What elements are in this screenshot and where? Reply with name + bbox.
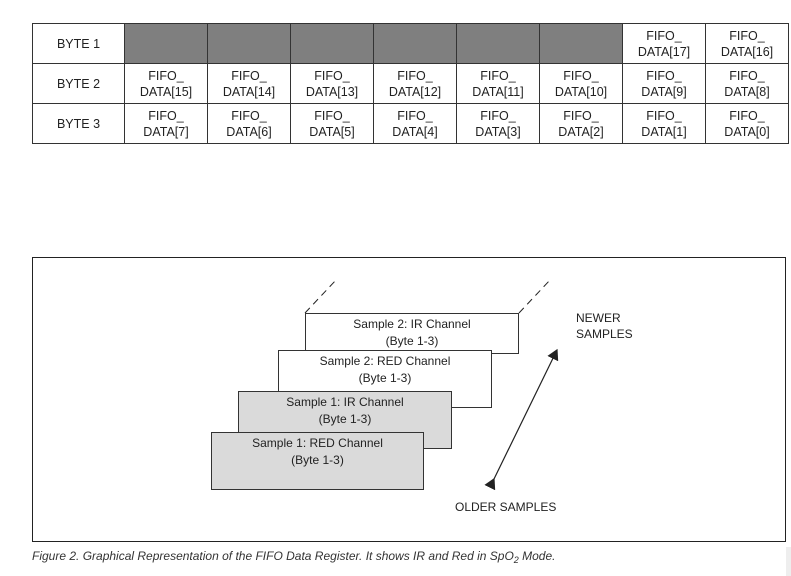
fifo-data-cell: FIFO_ DATA[11]: [456, 63, 540, 104]
sample-1-ir-title: Sample 1: IR Channel: [286, 395, 404, 409]
fifo-data-cell: FIFO_ DATA[6]: [207, 103, 291, 144]
caption-text: Figure 2. Graphical Representation of th…: [32, 549, 514, 563]
fifo-data-cell: FIFO_ DATA[3]: [456, 103, 540, 144]
sample-2-red-title: Sample 2: RED Channel: [319, 354, 451, 368]
fifo-data-cell-text: FIFO_ DATA[16]: [720, 28, 774, 59]
fifo-data-cell-text: FIFO_ DATA[3]: [475, 108, 521, 139]
fifo-data-cell: FIFO_ DATA[7]: [124, 103, 208, 144]
unused-bit-cell: [456, 23, 540, 64]
fifo-data-cell-text: FIFO_ DATA[9]: [641, 68, 687, 99]
fifo-data-cell-text: FIFO_ DATA[13]: [305, 68, 359, 99]
fifo-data-cell-text: FIFO_ DATA[10]: [554, 68, 608, 99]
sample-1-red-box: Sample 1: RED Channel (Byte 1-3): [211, 432, 424, 490]
fifo-data-cell-text: FIFO_ DATA[5]: [309, 108, 355, 139]
sample-2-ir-title: Sample 2: IR Channel: [353, 317, 471, 331]
sample-2-red-subtitle: (Byte 1-3): [358, 371, 412, 385]
fifo-data-cell-text: FIFO_ DATA[2]: [558, 108, 604, 139]
sample-2-ir-box: Sample 2: IR Channel (Byte 1-3): [305, 313, 519, 354]
byte-row-label: BYTE 3: [32, 103, 125, 144]
byte-row-label: BYTE 2: [32, 63, 125, 104]
fifo-data-cell: FIFO_ DATA[16]: [705, 23, 789, 64]
sample-2-ir-subtitle: (Byte 1-3): [385, 334, 439, 348]
fifo-data-cell-text: FIFO_ DATA[6]: [226, 108, 272, 139]
newer-samples-label: NEWER SAMPLES: [576, 311, 633, 341]
fifo-data-cell-text: FIFO_ DATA[0]: [724, 108, 770, 139]
fifo-data-cell-text: FIFO_ DATA[8]: [724, 68, 770, 99]
fifo-data-cell: FIFO_ DATA[13]: [290, 63, 374, 104]
caption-subscript: 2: [513, 555, 519, 565]
byte-row: BYTE 1 FIFO_ DATA[17] FIFO_ DATA[16]: [32, 23, 789, 64]
fifo-data-cell-text: FIFO_ DATA[12]: [388, 68, 442, 99]
diagram-frame: [32, 257, 786, 542]
unused-bit-cell: [124, 23, 208, 64]
unused-bit-cell: [207, 23, 291, 64]
byte-row: BYTE 2 FIFO_ DATA[15] FIFO_ DATA[14] FIFO_ …: [32, 63, 789, 104]
older-samples-label: OLDER SAMPLES: [455, 500, 557, 514]
fifo-data-cell: FIFO_ DATA[4]: [373, 103, 457, 144]
byte-row-label: BYTE 1: [32, 23, 125, 64]
fifo-data-cell: FIFO_ DATA[1]: [622, 103, 706, 144]
unused-bit-cell: [373, 23, 457, 64]
fifo-data-cell: FIFO_ DATA[14]: [207, 63, 291, 104]
fifo-byte-table: BYTE 1 FIFO_ DATA[17] FIFO_ DATA[16] BYTE 2…: [32, 23, 789, 144]
byte-row: BYTE 3 FIFO_ DATA[7] FIFO_ DATA[6] FIFO_ DA…: [32, 103, 789, 144]
unused-bit-cell: [539, 23, 623, 64]
fifo-data-cell: FIFO_ DATA[15]: [124, 63, 208, 104]
unused-bit-cell: [290, 23, 374, 64]
fifo-data-cell-text: FIFO_ DATA[7]: [143, 108, 189, 139]
sample-1-ir-subtitle: (Byte 1-3): [318, 412, 372, 426]
fifo-data-cell: FIFO_ DATA[9]: [622, 63, 706, 104]
fifo-data-cell-text: FIFO_ DATA[4]: [392, 108, 438, 139]
sample-1-red-subtitle: (Byte 1-3): [291, 453, 344, 467]
sample-1-red-title: Sample 1: RED Channel: [252, 436, 383, 450]
fifo-data-cell: FIFO_ DATA[10]: [539, 63, 623, 104]
fifo-data-cell: FIFO_ DATA[12]: [373, 63, 457, 104]
page-edge-strip: [786, 547, 791, 576]
fifo-data-cell-text: FIFO_ DATA[14]: [222, 68, 276, 99]
figure-caption: Figure 2. Graphical Representation of th…: [32, 549, 556, 565]
fifo-data-cell: FIFO_ DATA[8]: [705, 63, 789, 104]
fifo-data-cell-text: FIFO_ DATA[17]: [637, 28, 691, 59]
fifo-data-cell-text: FIFO_ DATA[11]: [472, 68, 524, 99]
fifo-data-cell-text: FIFO_ DATA[15]: [139, 68, 193, 99]
byte-table-body: BYTE 1 FIFO_ DATA[17] FIFO_ DATA[16] BYTE 2…: [32, 23, 789, 144]
fifo-data-cell: FIFO_ DATA[5]: [290, 103, 374, 144]
fifo-data-cell-text: FIFO_ DATA[1]: [641, 108, 687, 139]
fifo-data-cell: FIFO_ DATA[0]: [705, 103, 789, 144]
fifo-data-cell: FIFO_ DATA[2]: [539, 103, 623, 144]
caption-suffix: Mode.: [518, 549, 556, 563]
fifo-data-cell: FIFO_ DATA[17]: [622, 23, 706, 64]
